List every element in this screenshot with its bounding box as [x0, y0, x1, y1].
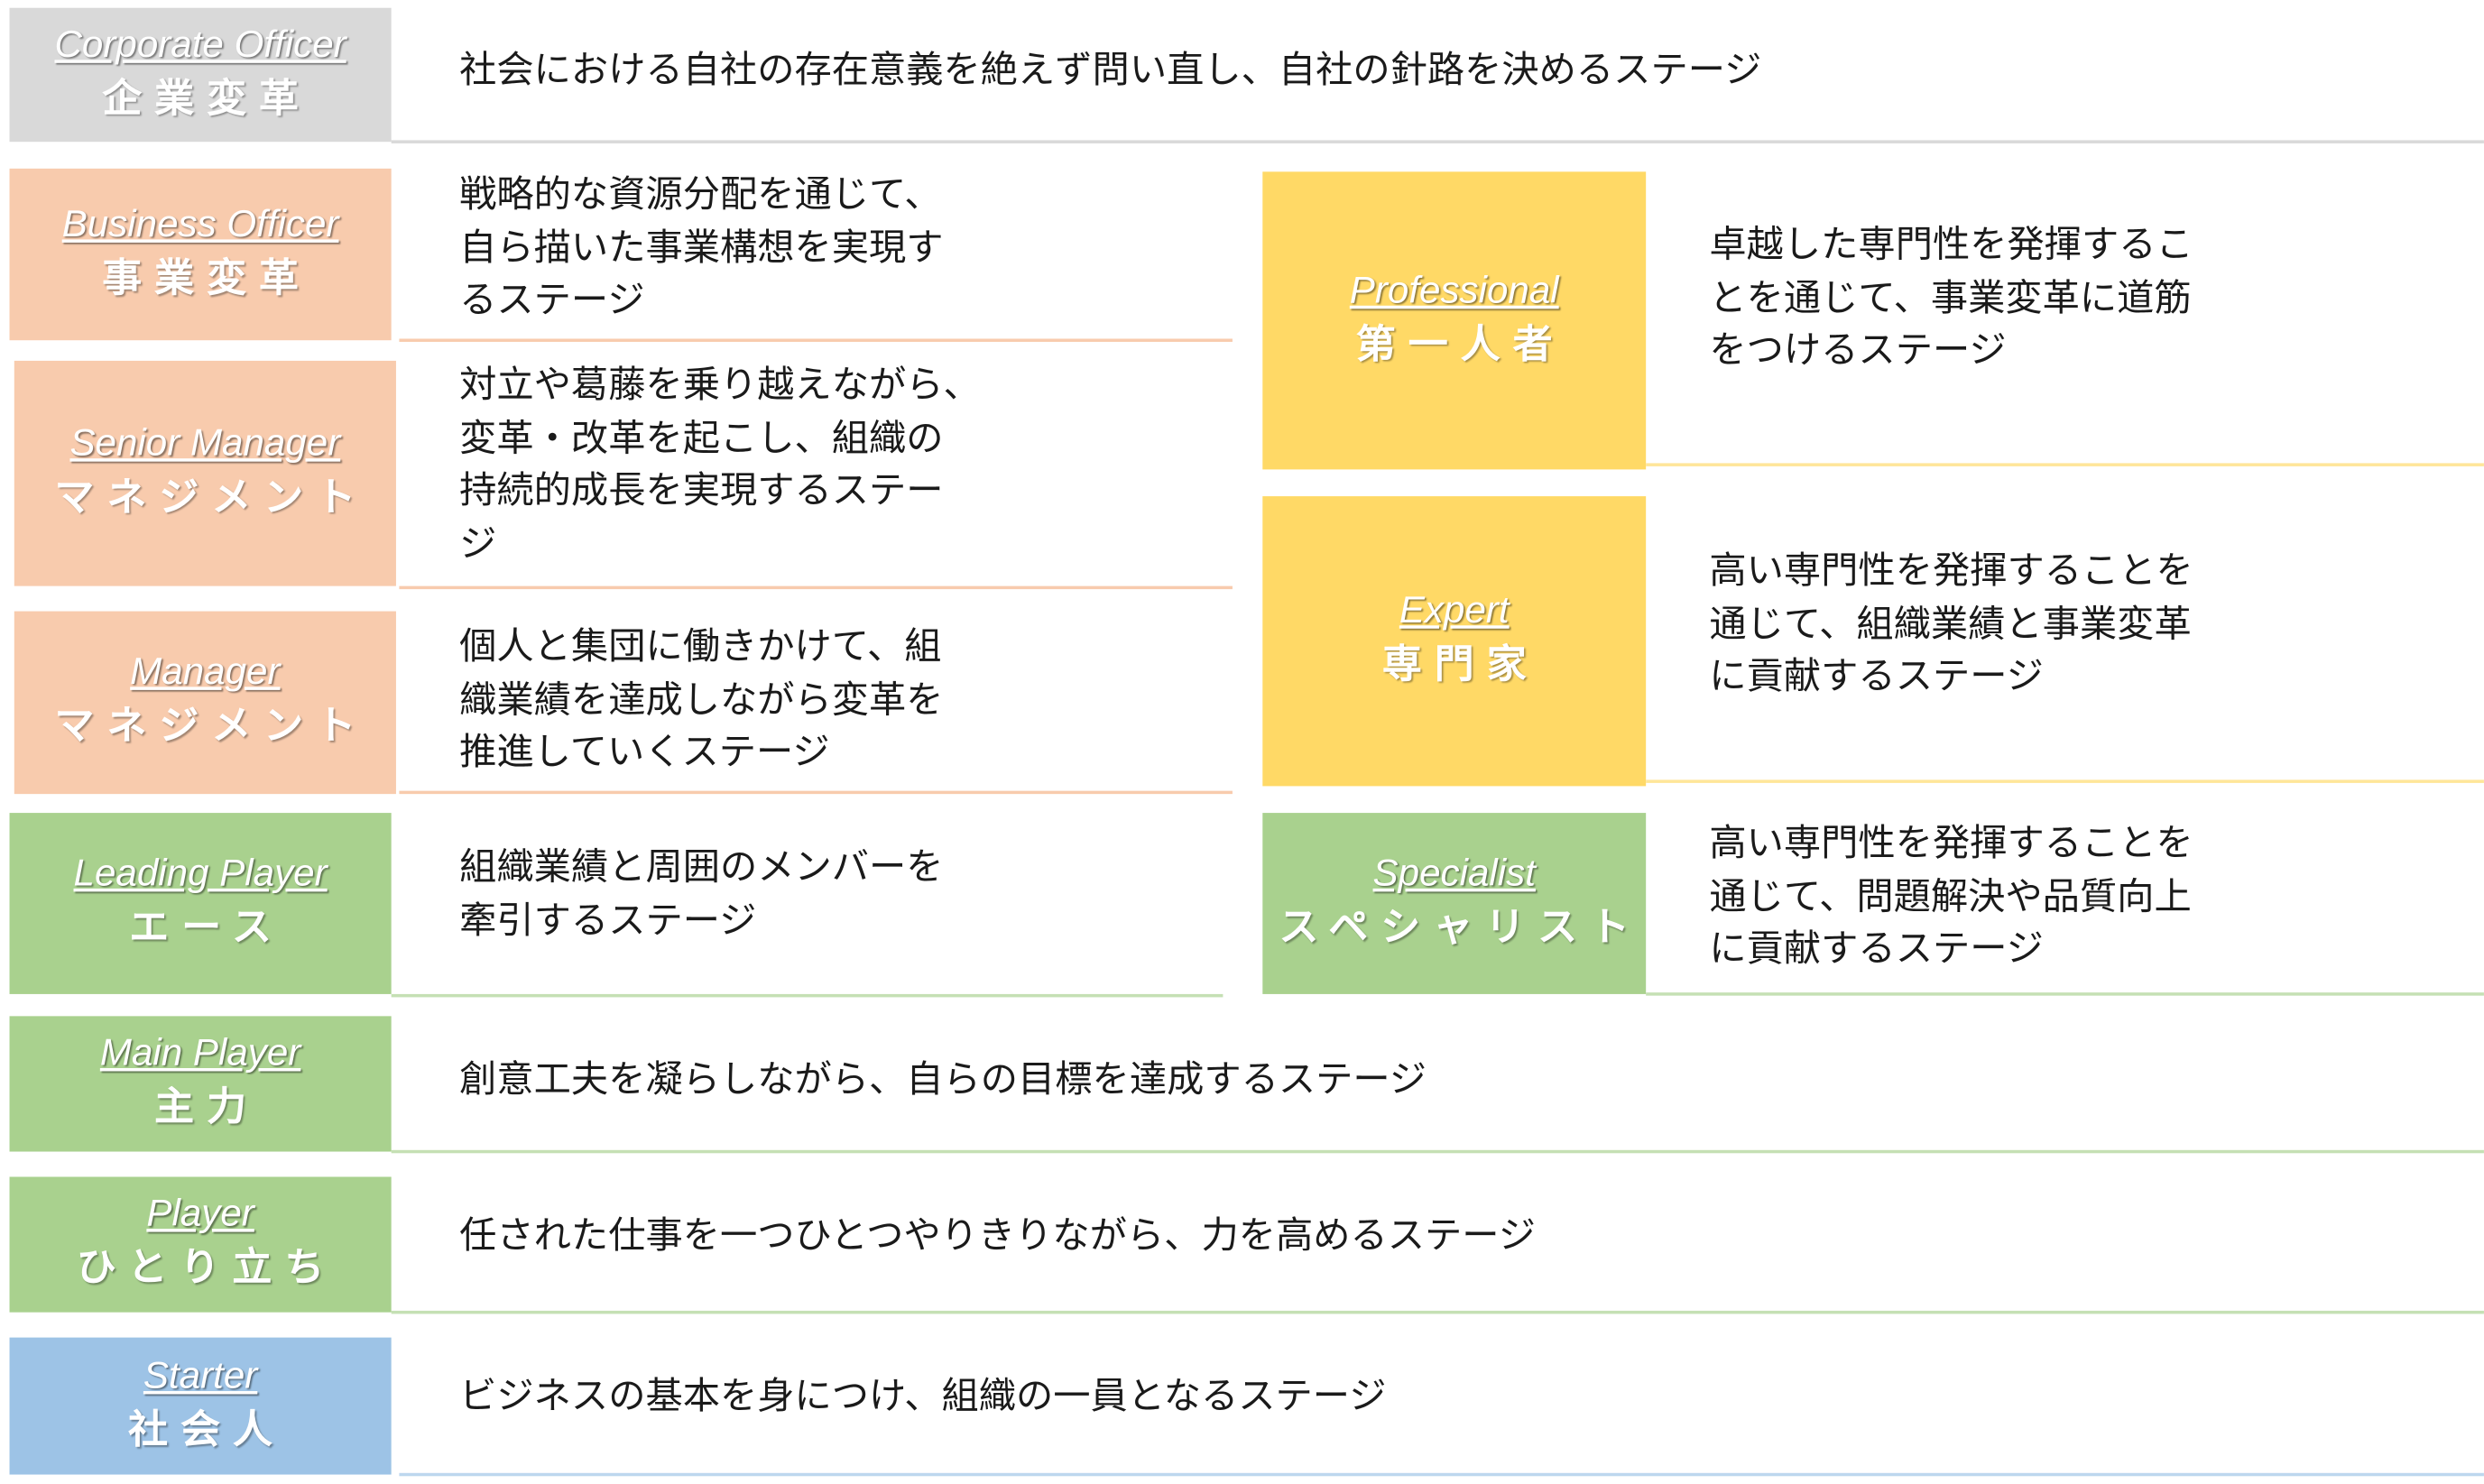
stage-english-title: Corporate Officer	[54, 23, 346, 66]
stage-divider-line	[391, 993, 1224, 998]
stage-divider-line	[391, 1149, 2484, 1154]
stage-description: 高い専門性を発揮することを 通じて、問題解決や品質向上 に貢献するステージ	[1709, 820, 2193, 971]
stage-description: ビジネスの基本を身につけ、組織の一員となるステージ	[459, 1373, 1387, 1418]
stage-box-expert: Expert 専門家	[1262, 496, 1647, 787]
stage-japanese-title: マネジメント	[54, 702, 369, 749]
stage-box-specialist: Specialist スペシャリスト	[1262, 813, 1647, 994]
stage-japanese-title: 第一人者	[1355, 320, 1565, 367]
stage-box-player: Player ひとり立ち	[9, 1176, 392, 1313]
stage-japanese-title: 社会人	[128, 1406, 286, 1452]
stage-english-title: Starter	[143, 1353, 258, 1397]
stage-divider-line	[1646, 992, 2484, 996]
stage-box-business-officer: Business Officer 事業変革	[9, 168, 392, 341]
stage-japanese-title: 主力	[154, 1083, 260, 1130]
stage-divider-line	[399, 790, 1233, 795]
stage-english-title: Main Player	[99, 1031, 301, 1074]
stage-japanese-title: 企業変革	[102, 74, 311, 121]
stage-description: 創意工夫を凝らしながら、自らの目標を達成するステージ	[459, 1056, 1427, 1101]
stage-box-corporate-officer: Corporate Officer 企業変革	[9, 7, 392, 143]
stage-description: 社会における自社の存在意義を絶えず問い直し、自社の針路を決めるステージ	[459, 47, 1762, 92]
stage-box-starter: Starter 社会人	[9, 1337, 392, 1475]
stage-divider-line	[1646, 779, 2484, 783]
stage-japanese-title: スペシャリスト	[1279, 903, 1643, 950]
stage-english-title: Specialist	[1372, 851, 1536, 895]
stage-box-senior-manager: Senior Manager マネジメント	[14, 360, 396, 586]
stage-divider-line	[399, 1472, 2484, 1477]
stage-english-title: Leading Player	[73, 851, 328, 895]
stage-japanese-title: 事業変革	[102, 254, 311, 300]
stage-description: 戦略的な資源分配を通じて、 自ら描いた事業構想を実現す るステージ	[459, 171, 944, 322]
stage-box-leading-player: Leading Player エース	[9, 813, 392, 994]
stage-english-title: Manager	[130, 650, 281, 694]
stage-japanese-title: マネジメント	[54, 473, 369, 520]
stage-description: 高い専門性を発揮することを 通じて、組織業績と事業変革 に貢献するステージ	[1709, 548, 2193, 698]
stage-description: 任された仕事を一つひとつやりきりながら、力を高めるステージ	[459, 1212, 1536, 1258]
stage-description: 卓越した専門性を発揮するこ とを通じて、事業変革に道筋 をつけるステージ	[1709, 222, 2193, 373]
stage-japanese-title: 専門家	[1381, 641, 1539, 687]
stage-divider-line	[391, 140, 2484, 143]
stage-description: 組織業績と周囲のメンバーを 牽引するステージ	[459, 844, 944, 942]
stage-english-title: Expert	[1399, 589, 1510, 632]
stage-japanese-title: ひとり立ち	[76, 1244, 337, 1291]
stage-divider-line	[391, 1310, 2484, 1314]
stage-divider-line	[399, 338, 1233, 342]
stage-english-title: Player	[146, 1192, 254, 1236]
stage-english-title: Senior Manager	[69, 421, 341, 465]
stage-english-title: Business Officer	[61, 202, 339, 245]
stage-description: 対立や葛藤を乗り越えながら、 変革・改革を起こし、組織の 持続的成長を実現するス…	[459, 362, 981, 566]
stage-divider-line	[399, 585, 1233, 590]
stage-box-professional: Professional 第一人者	[1262, 171, 1647, 470]
stage-box-main-player: Main Player 主力	[9, 1016, 392, 1152]
stage-english-title: Professional	[1349, 268, 1559, 311]
stage-divider-line	[1646, 463, 2484, 466]
stage-japanese-title: エース	[129, 903, 284, 950]
stage-description: 個人と集団に働きかけて、組 織業績を達成しながら変革を 推進していくステージ	[459, 623, 944, 774]
stage-box-manager: Manager マネジメント	[14, 611, 396, 795]
